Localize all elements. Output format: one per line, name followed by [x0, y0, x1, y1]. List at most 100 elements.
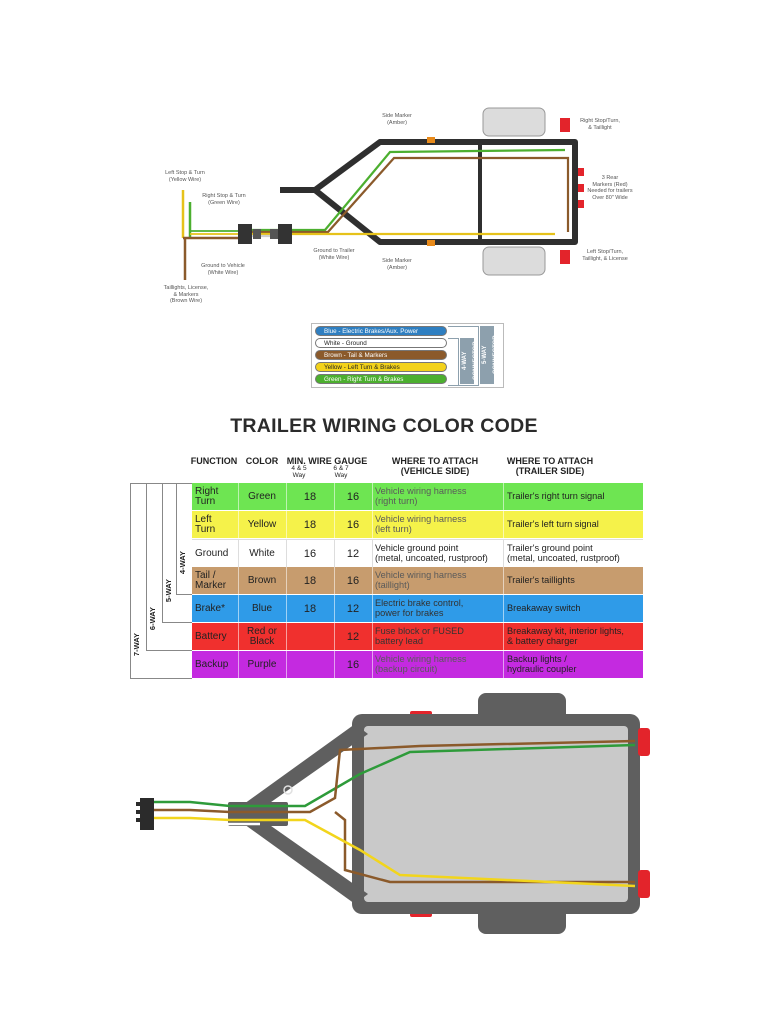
cell-vehicle-side: Vehicle wiring harness (right turn)	[375, 486, 467, 506]
top-trailer-diagram-svg	[181, 107, 584, 280]
column-divider	[503, 540, 504, 567]
column-divider	[503, 483, 504, 510]
column-divider	[286, 651, 287, 678]
label-left-stop-turn-wire: Left Stop & Turn (Yellow Wire)	[165, 170, 205, 183]
way-label-4: 4-WAY	[178, 551, 187, 575]
cell-vehicle-side: Electric brake control, power for brakes	[375, 598, 464, 618]
cell-trailer-side: Trailer's taillights	[507, 574, 575, 585]
column-divider	[286, 483, 287, 510]
label-three-rear-markers: 3 Rear Markers (Red) Needed for trailers…	[587, 175, 633, 201]
cell-gauge-67: 12	[346, 547, 360, 560]
bottom-green-wire	[154, 743, 636, 808]
cell-color: White	[249, 547, 275, 559]
cell-gauge-67: 16	[346, 490, 360, 503]
column-divider	[503, 511, 504, 538]
label-right-stop-turn-wire: Right Stop & Turn (Green Wire)	[202, 193, 246, 206]
header-gauge-67: 6 & 7 Way	[333, 465, 349, 479]
column-divider	[372, 567, 373, 594]
bottom-left-tire	[482, 246, 546, 276]
column-divider	[238, 540, 239, 567]
column-divider	[238, 567, 239, 594]
connector-5way-label: 5-WAY CONNECTOR	[480, 326, 499, 384]
a-frame-tongue	[230, 724, 368, 904]
cell-color: Red or Black	[246, 625, 277, 647]
cell-gauge-45	[286, 651, 334, 678]
right-tail-lamp	[560, 118, 570, 132]
column-divider	[334, 623, 335, 650]
cell-function: Backup	[195, 658, 229, 670]
cell-trailer-side: Backup lights / hydraulic coupler	[507, 654, 577, 674]
cell-gauge-45: 18	[303, 602, 317, 615]
side-marker-top-lamp	[427, 137, 435, 143]
column-divider	[372, 483, 373, 510]
cell-trailer-side: Trailer's left turn signal	[507, 518, 599, 529]
column-divider	[286, 540, 287, 567]
cell-gauge-45: 18	[303, 574, 317, 587]
label-ground-to-vehicle: Ground to Vehicle (White Wire)	[201, 263, 245, 276]
label-left-stop-turn-tail: Left Stop/Turn, Taillight, & License	[582, 249, 628, 262]
bottom-yellow-wire	[154, 816, 636, 888]
cell-color: Purple	[247, 658, 277, 670]
cell-gauge-67: 16	[346, 658, 360, 671]
cell-trailer-side: Trailer's right turn signal	[507, 490, 605, 501]
column-divider	[372, 623, 373, 650]
header-function: FUNCTION	[190, 456, 238, 466]
cell-gauge-67: 12	[346, 602, 360, 615]
cell-vehicle-side: Vehicle wiring harness (left turn)	[375, 514, 467, 534]
cell-function: Brake*	[195, 602, 226, 614]
label-ground-to-trailer: Ground to Trailer (White Wire)	[313, 248, 355, 261]
cell-gauge-67: 12	[346, 630, 360, 643]
trailer-body-inner	[364, 726, 628, 902]
bottom-brown-wire	[154, 739, 636, 814]
cell-gauge-45: 18	[303, 518, 317, 531]
column-divider	[334, 567, 335, 594]
column-divider	[503, 567, 504, 594]
column-divider	[334, 540, 335, 567]
left-tail-lamp	[560, 250, 570, 264]
label-taillights-license: Taillights, License, & Markers (Brown Wi…	[163, 285, 209, 304]
rear-marker-1	[578, 168, 584, 176]
cell-vehicle-side: Vehicle wiring harness (taillight)	[375, 570, 467, 590]
legend-item-yellow: Yellow - Left Turn & Brakes	[315, 362, 447, 372]
cell-color: Green	[248, 490, 276, 502]
legend-item-green: Green - Right Turn & Brakes	[315, 374, 447, 384]
label-right-stop-turn: Right Stop/Turn, & Taillight	[580, 118, 620, 131]
way-label-6: 6-WAY	[148, 607, 157, 631]
header-gauge-45: 4 & 5 Way	[291, 465, 307, 479]
column-divider	[334, 651, 335, 678]
cell-function: Ground	[195, 547, 229, 559]
column-divider	[286, 511, 287, 538]
trailer-connector	[278, 224, 292, 244]
legend-item-brown: Brown - Tail & Markers	[315, 350, 447, 360]
header-trailer-side: WHERE TO ATTACH (TRAILER SIDE)	[506, 456, 594, 476]
column-divider	[238, 595, 239, 622]
side-marker-bottom-lamp	[427, 240, 435, 246]
safety-chain-ring	[283, 785, 293, 795]
column-divider	[372, 595, 373, 622]
cell-vehicle-side: Vehicle ground point (metal, uncoated, r…	[375, 543, 488, 563]
way-col-4	[176, 483, 192, 595]
brown-wire	[245, 156, 570, 234]
top-right-tire	[482, 107, 546, 137]
column-divider	[372, 540, 373, 567]
cell-vehicle-side: Vehicle wiring harness (backup circuit)	[375, 654, 467, 674]
column-divider	[238, 511, 239, 538]
bottom-trailer-diagram	[130, 690, 650, 940]
bottom-trailer-svg	[136, 693, 650, 934]
column-divider	[286, 567, 287, 594]
cell-gauge-67: 16	[346, 574, 360, 587]
column-divider	[334, 511, 335, 538]
legend-item-blue: Blue - Electric Brakes/Aux. Power	[315, 326, 447, 336]
rear-marker-2	[578, 184, 584, 192]
header-min-wire-gauge: MIN. WIRE GAUGE	[286, 456, 368, 466]
cell-function: Right Turn	[195, 485, 219, 507]
label-side-marker-top: Side Marker (Amber)	[382, 113, 412, 126]
cell-function: Battery	[195, 630, 227, 642]
vehicle-connector	[238, 224, 252, 244]
cell-gauge-67: 16	[346, 518, 360, 531]
column-divider	[372, 511, 373, 538]
